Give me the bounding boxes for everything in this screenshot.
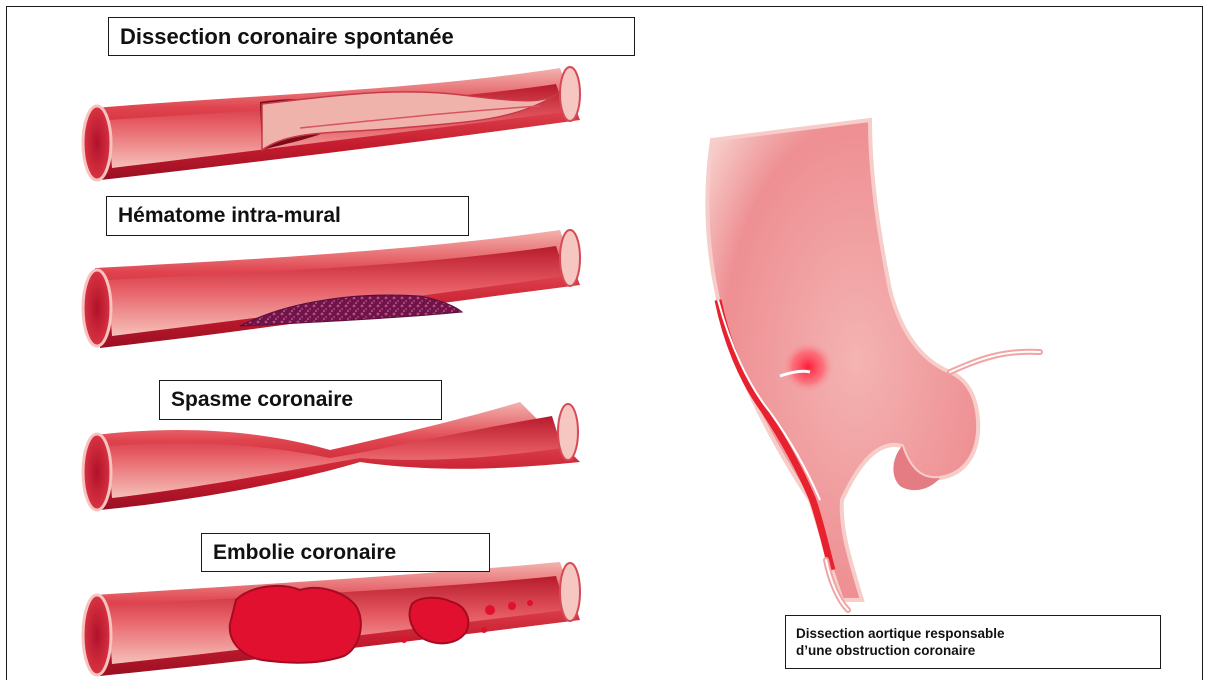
label-embolie-coronaire: Embolie coronaire bbox=[201, 533, 490, 572]
label-hematome-intra-mural: Hématome intra-mural bbox=[106, 196, 469, 236]
aorta-illustration bbox=[690, 100, 1040, 610]
label-dissection-coronaire: Dissection coronaire spontanée bbox=[108, 17, 635, 56]
caption-line-1: Dissection aortique responsable bbox=[796, 625, 1150, 642]
vessel-embolie bbox=[83, 562, 580, 676]
vessel-hematome bbox=[83, 230, 580, 348]
vessel-dissection bbox=[83, 67, 580, 180]
label-spasme-coronaire: Spasme coronaire bbox=[159, 380, 442, 420]
caption-line-2: d’une obstruction coronaire bbox=[796, 642, 1150, 659]
caption-dissection-aortique: Dissection aortique responsable d’une ob… bbox=[785, 615, 1161, 669]
